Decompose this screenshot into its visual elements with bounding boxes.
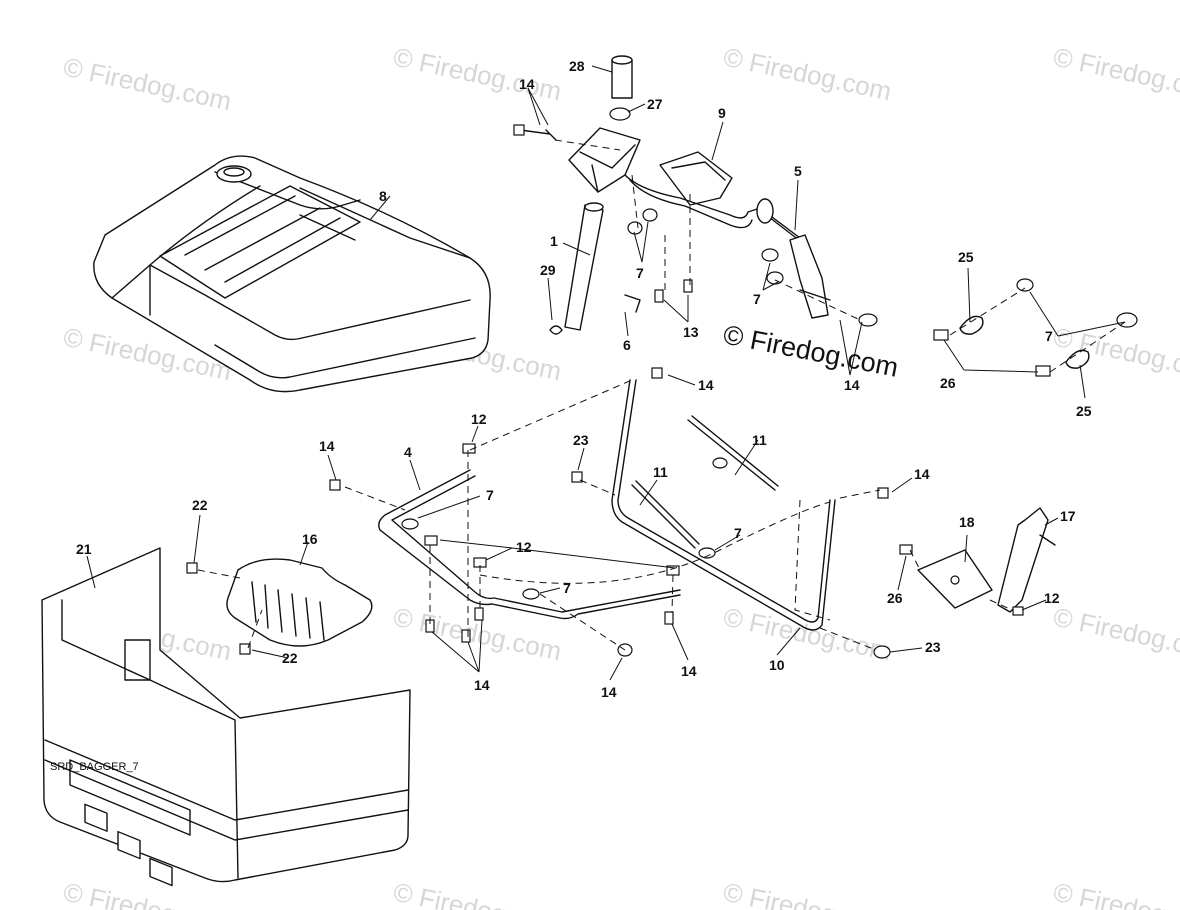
firedog-watermark-main: © Firedog.com	[721, 319, 901, 382]
callout-22: 22	[282, 650, 298, 666]
callout-7: 7	[636, 265, 644, 281]
callout-21: 21	[76, 541, 92, 557]
watermark: © Firedog.com	[391, 877, 564, 910]
callout-29: 29	[540, 262, 556, 278]
callout-8: 8	[379, 188, 387, 204]
assembly-lines	[197, 139, 1126, 651]
callout-14: 14	[319, 438, 335, 454]
callout-23: 23	[573, 432, 589, 448]
callout-17: 17	[1060, 508, 1076, 524]
deflector-plate	[226, 558, 373, 647]
callout-14: 14	[698, 377, 714, 393]
handle-assembly	[564, 55, 831, 331]
leader-lines	[86, 65, 1126, 681]
callout-9: 9	[718, 105, 726, 121]
callout-22: 22	[192, 497, 208, 513]
callout-14: 14	[681, 663, 697, 679]
callout-25: 25	[1076, 403, 1092, 419]
callout-12: 12	[471, 411, 487, 427]
callout-10: 10	[769, 657, 785, 673]
callout-5: 5	[794, 163, 802, 179]
watermark: © Firedog.com	[61, 877, 234, 910]
callout-1: 1	[550, 233, 558, 249]
callout-14: 14	[914, 466, 930, 482]
callout-16: 16	[302, 531, 318, 547]
watermark: © Firedog.com	[1051, 322, 1180, 387]
callout-23: 23	[925, 639, 941, 655]
bolts	[186, 124, 891, 659]
callout-6: 6	[623, 337, 631, 353]
callout-4: 4	[404, 444, 412, 460]
callout-12: 12	[1044, 590, 1060, 606]
callout-7: 7	[486, 487, 494, 503]
callout-26: 26	[940, 375, 956, 391]
callout-14: 14	[519, 76, 535, 92]
watermark: © Firedog.com	[721, 42, 894, 107]
callout-7: 7	[734, 525, 742, 541]
callouts: 28 27 14 9 5 1 8 29 6 7 13 7 14 25 7 26 …	[76, 58, 1092, 700]
callout-13: 13	[683, 324, 699, 340]
lower-frame	[378, 379, 836, 631]
callout-25: 25	[958, 249, 974, 265]
latch-bracket	[899, 507, 1056, 616]
callout-28: 28	[569, 58, 585, 74]
watermark: © Firedog.com	[391, 42, 564, 107]
callout-18: 18	[959, 514, 975, 530]
callout-14: 14	[844, 377, 860, 393]
watermark: © Firedog.com	[1051, 42, 1180, 107]
callout-26: 26	[887, 590, 903, 606]
watermark: © Firedog.com	[61, 52, 234, 117]
watermark: © Firedog.com	[1051, 877, 1180, 910]
drawing-code: SRD_BAGGER_7	[50, 761, 139, 773]
callout-14: 14	[474, 677, 490, 693]
watermark: © Firedog.com	[1051, 602, 1180, 667]
watermark: © Firedog.com	[721, 877, 894, 910]
callout-7: 7	[753, 291, 761, 307]
bagger-top-cover	[93, 155, 491, 393]
watermark: © Firedog.com	[721, 602, 894, 667]
callout-27: 27	[647, 96, 663, 112]
callout-14: 14	[601, 684, 617, 700]
callout-11: 11	[752, 432, 767, 448]
callout-12: 12	[516, 539, 532, 555]
callout-7: 7	[1045, 328, 1053, 344]
grass-bag	[41, 547, 411, 887]
callout-11: 11	[653, 464, 668, 480]
callout-7: 7	[563, 580, 571, 596]
